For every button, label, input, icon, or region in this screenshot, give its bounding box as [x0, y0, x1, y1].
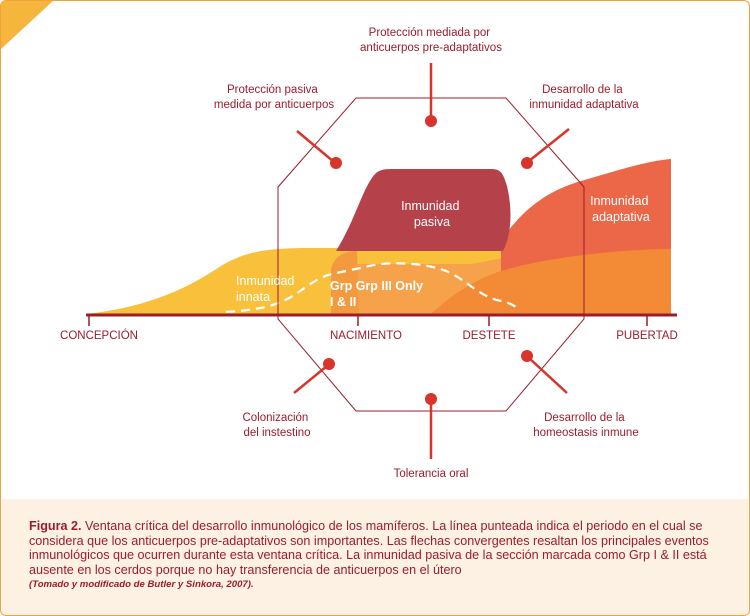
arrow-adaptive-development	[521, 128, 570, 169]
immune-window-diagram: Protección mediada por anticuerpos pre-a…	[60, 27, 678, 480]
arrow-pre-adaptive	[425, 63, 437, 127]
arrow-colonization	[293, 358, 335, 394]
label-colonization: Colonización del instestino	[242, 412, 311, 439]
pre-adaptive-dashed-line	[225, 262, 520, 314]
arrow-homeostasis	[521, 350, 568, 394]
label-adaptive-development: Desarrollo de la inmunidad adaptativa	[529, 84, 639, 111]
caption-body: Ventana crítica del desarrollo inmunológ…	[29, 519, 709, 577]
passive-immunity-area	[336, 169, 511, 251]
label-innate-immunity: Inmunidad innata	[236, 274, 298, 304]
arrow-passive-protection	[296, 130, 342, 169]
caption-box	[2, 499, 748, 615]
label-grp: Grp Grp III Only I & II	[330, 279, 427, 309]
lower-orange-area	[431, 249, 671, 314]
figure-caption: Figura 2. Ventana crítica del desarrollo…	[29, 519, 729, 577]
grp-area	[331, 251, 359, 314]
arrow-oral-tolerance	[425, 393, 437, 459]
label-pre-adaptive: Protección mediada por anticuerpos pre-a…	[360, 27, 502, 54]
label-homeostasis: Desarrollo de la homeostasis inmune	[533, 412, 638, 439]
caption-source: (Tomado y modificado de Butler y Sinkora…	[29, 579, 254, 590]
timeline-puberty: PUBERTAD	[616, 330, 678, 342]
caption-label: Figura 2.	[29, 519, 82, 533]
label-oral-tolerance: Tolerancia oral	[394, 468, 469, 480]
timeline-weaning: DESTETE	[462, 330, 515, 342]
label-passive-immunity: Inmunidad pasiva	[401, 199, 463, 229]
label-passive-protection: Protección pasiva medida por anticuerpos	[214, 84, 334, 111]
corner-accent	[1, 1, 53, 49]
label-adaptive-immunity: Inmunidad adaptativa	[590, 194, 652, 224]
timeline-birth: NACIMIENTO	[330, 330, 402, 342]
critical-window-octagon	[277, 97, 585, 412]
timeline-conception: CONCEPCIÓN	[60, 329, 138, 342]
